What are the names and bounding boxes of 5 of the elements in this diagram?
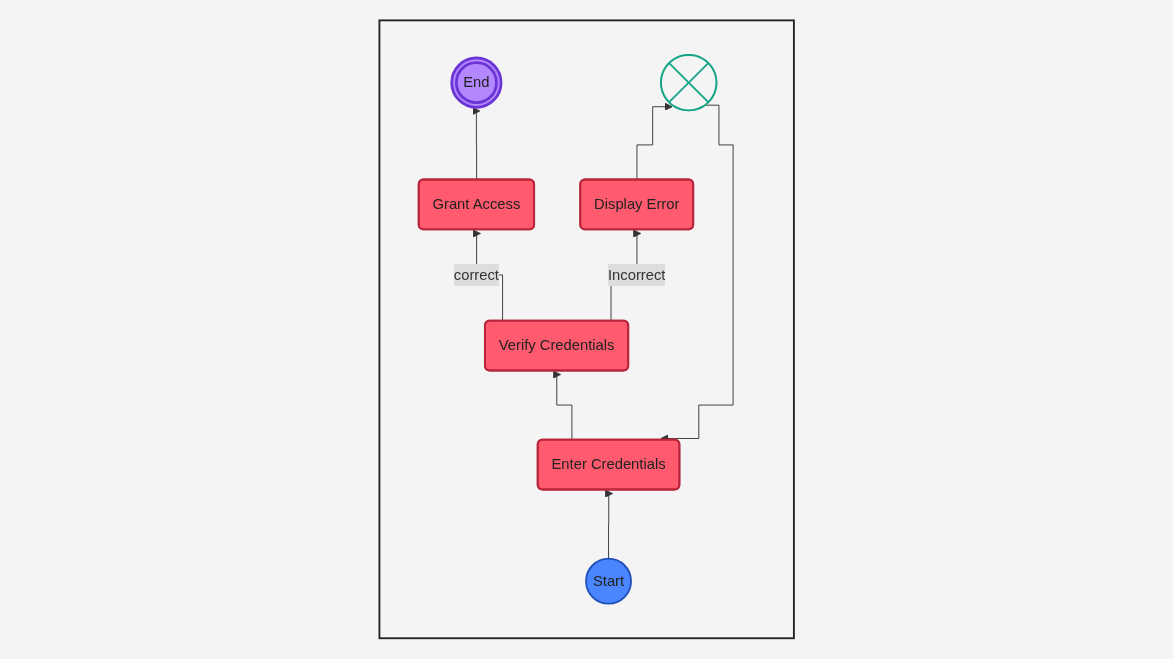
node-circle: Start <box>584 557 632 605</box>
edge-label: correct <box>453 266 499 283</box>
edge-label: Incorrect <box>607 266 666 283</box>
cluster <box>378 19 795 640</box>
node-circle: End <box>450 56 503 109</box>
